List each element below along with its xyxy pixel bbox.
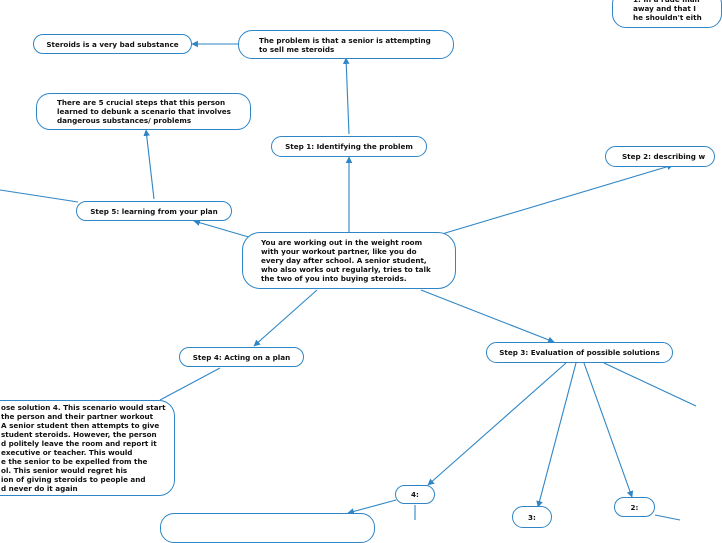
connector-step3-offscreen bbox=[603, 362, 697, 407]
step2-label: Step 2: describing w bbox=[622, 152, 706, 161]
five-steps-node[interactable]: There are 5 crucial steps that this pers… bbox=[36, 93, 251, 130]
step4-node[interactable]: Step 4: Acting on a plan bbox=[179, 347, 304, 367]
solution4-text: ose solution 4. This scenario would star… bbox=[1, 403, 166, 493]
connector-step1-problem bbox=[342, 57, 350, 135]
top-right-note-node[interactable]: 1: In a rude man away and that I he shou… bbox=[612, 0, 722, 28]
option-2-label: 2: bbox=[630, 502, 639, 512]
step5-node[interactable]: Step 5: learning from your plan bbox=[76, 201, 232, 221]
connector-step3-opt4 bbox=[427, 362, 567, 486]
top-right-note-text: 1: In a rude man away and that I he shou… bbox=[633, 0, 702, 22]
connector-central-step3 bbox=[420, 289, 555, 343]
connector-step5-offscreen bbox=[0, 189, 79, 203]
solution4-node[interactable]: ose solution 4. This scenario would star… bbox=[0, 400, 175, 496]
option-3-node[interactable]: 3: bbox=[512, 506, 552, 528]
problem-node[interactable]: The problem is that a senior is attempti… bbox=[238, 30, 454, 59]
connector-step3-opt3 bbox=[536, 362, 577, 508]
central-scenario-text: You are working out in the weight room w… bbox=[261, 238, 431, 283]
step3-node[interactable]: Step 3: Evaluation of possible solutions bbox=[486, 342, 673, 363]
step2-node[interactable]: Step 2: describing w bbox=[605, 146, 715, 167]
step1-node[interactable]: Step 1: Identifying the problem bbox=[271, 136, 427, 157]
connector-central-step5 bbox=[193, 219, 253, 239]
steroids-bad-node[interactable]: Steroids is a very bad substance bbox=[33, 34, 192, 54]
step5-label: Step 5: learning from your plan bbox=[90, 206, 218, 216]
connector-central-step2 bbox=[441, 163, 674, 235]
connector-layer bbox=[0, 40, 697, 521]
connector-central-step4 bbox=[253, 289, 318, 347]
option-3-label: 3: bbox=[528, 512, 536, 522]
connector-step4-solution bbox=[159, 367, 221, 401]
connector-opt4-child bbox=[347, 499, 397, 515]
option-2-node[interactable]: 2: bbox=[614, 497, 655, 517]
option-4-node[interactable]: 4: bbox=[395, 485, 435, 504]
connector-step5-fivesteps bbox=[143, 129, 155, 200]
five-steps-text: There are 5 crucial steps that this pers… bbox=[57, 98, 231, 125]
step4-label: Step 4: Acting on a plan bbox=[192, 352, 291, 362]
connector-step3-opt2 bbox=[583, 362, 634, 498]
steroids-bad-text: Steroids is a very bad substance bbox=[46, 39, 179, 49]
option-4-child-node[interactable] bbox=[160, 513, 375, 543]
problem-text: The problem is that a senior is attempti… bbox=[259, 35, 431, 54]
option-4-label: 4: bbox=[411, 490, 419, 499]
central-scenario-node[interactable]: You are working out in the weight room w… bbox=[242, 232, 456, 289]
step1-label: Step 1: Identifying the problem bbox=[285, 142, 413, 151]
connector-opt2-offscreen bbox=[654, 514, 681, 521]
step3-label: Step 3: Evaluation of possible solutions bbox=[499, 348, 660, 357]
